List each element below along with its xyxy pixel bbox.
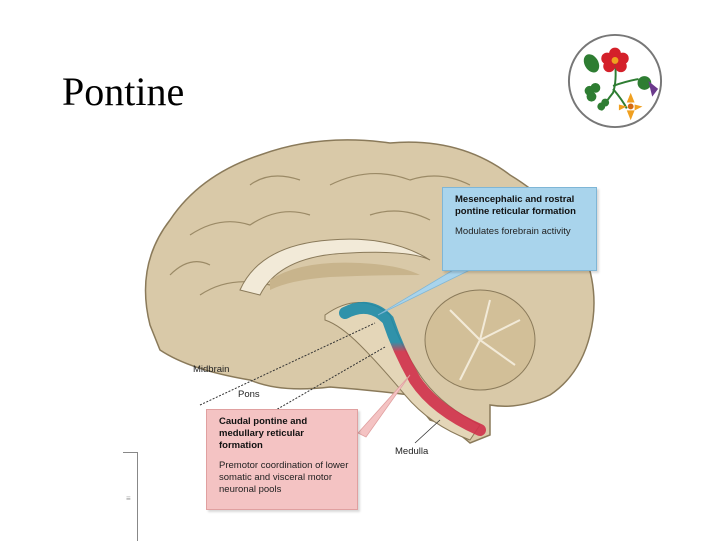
callout-caudal-reticular: Caudal pontine and medullary reticular f… — [206, 409, 358, 510]
label-midbrain: Midbrain — [193, 364, 230, 375]
label-medulla: Medulla — [395, 446, 429, 457]
callout-rostral-body: Modulates forebrain activity — [455, 226, 571, 237]
callout-caudal-body: Premotor coordination of lower somatic a… — [219, 460, 349, 495]
slide-title: Pontine — [62, 69, 185, 114]
floral-emblem-icon — [567, 33, 663, 129]
side-panel-edge[interactable] — [123, 452, 138, 541]
brain-sagittal-illustration — [144, 139, 595, 444]
grip-handle-icon[interactable]: ≡ — [126, 494, 131, 503]
callout-caudal-heading: Caudal pontine and medullary reticular f… — [219, 416, 308, 451]
callout-rostral-heading: Mesencephalic and rostral pontine reticu… — [455, 194, 576, 217]
label-pons: Pons — [238, 389, 260, 400]
callout-rostral-reticular: Mesencephalic and rostral pontine reticu… — [442, 187, 597, 271]
